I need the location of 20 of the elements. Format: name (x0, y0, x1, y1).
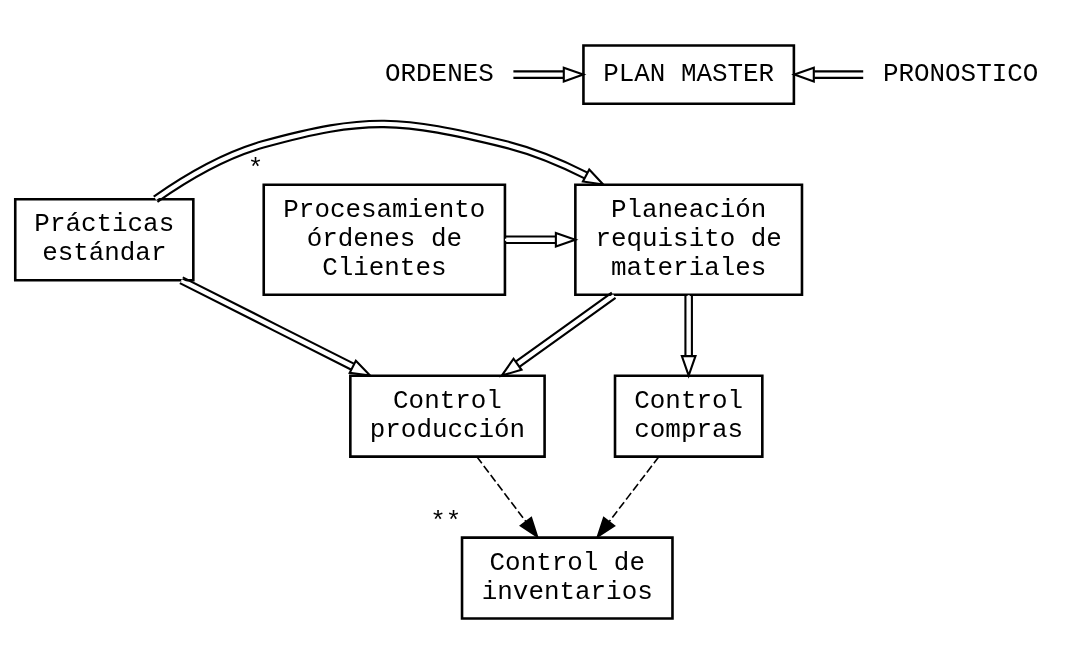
arrow (513, 66, 587, 83)
node-box: Control producción (349, 374, 546, 458)
node-label: * (247, 154, 264, 185)
node-text: PRONOSTICO (882, 58, 1039, 89)
arrow (791, 66, 864, 83)
arrow (179, 276, 373, 377)
node-box: Procesamiento órdenes de Clientes (262, 183, 507, 297)
node-box: Prácticas estándar (13, 197, 195, 282)
node-label: ** (430, 507, 462, 538)
node-text: ORDENES (384, 58, 494, 89)
arrow (499, 291, 617, 378)
arrow (505, 231, 579, 248)
arrow (680, 295, 697, 379)
node-box: PLAN MASTER (582, 44, 796, 106)
arrow (153, 119, 607, 203)
node-box: Planeación requisito de materiales (574, 183, 804, 297)
node-box: Control compras (613, 374, 764, 458)
node-box: Control de inventarios (460, 536, 674, 620)
arrow (476, 456, 540, 540)
arrow (595, 456, 660, 540)
